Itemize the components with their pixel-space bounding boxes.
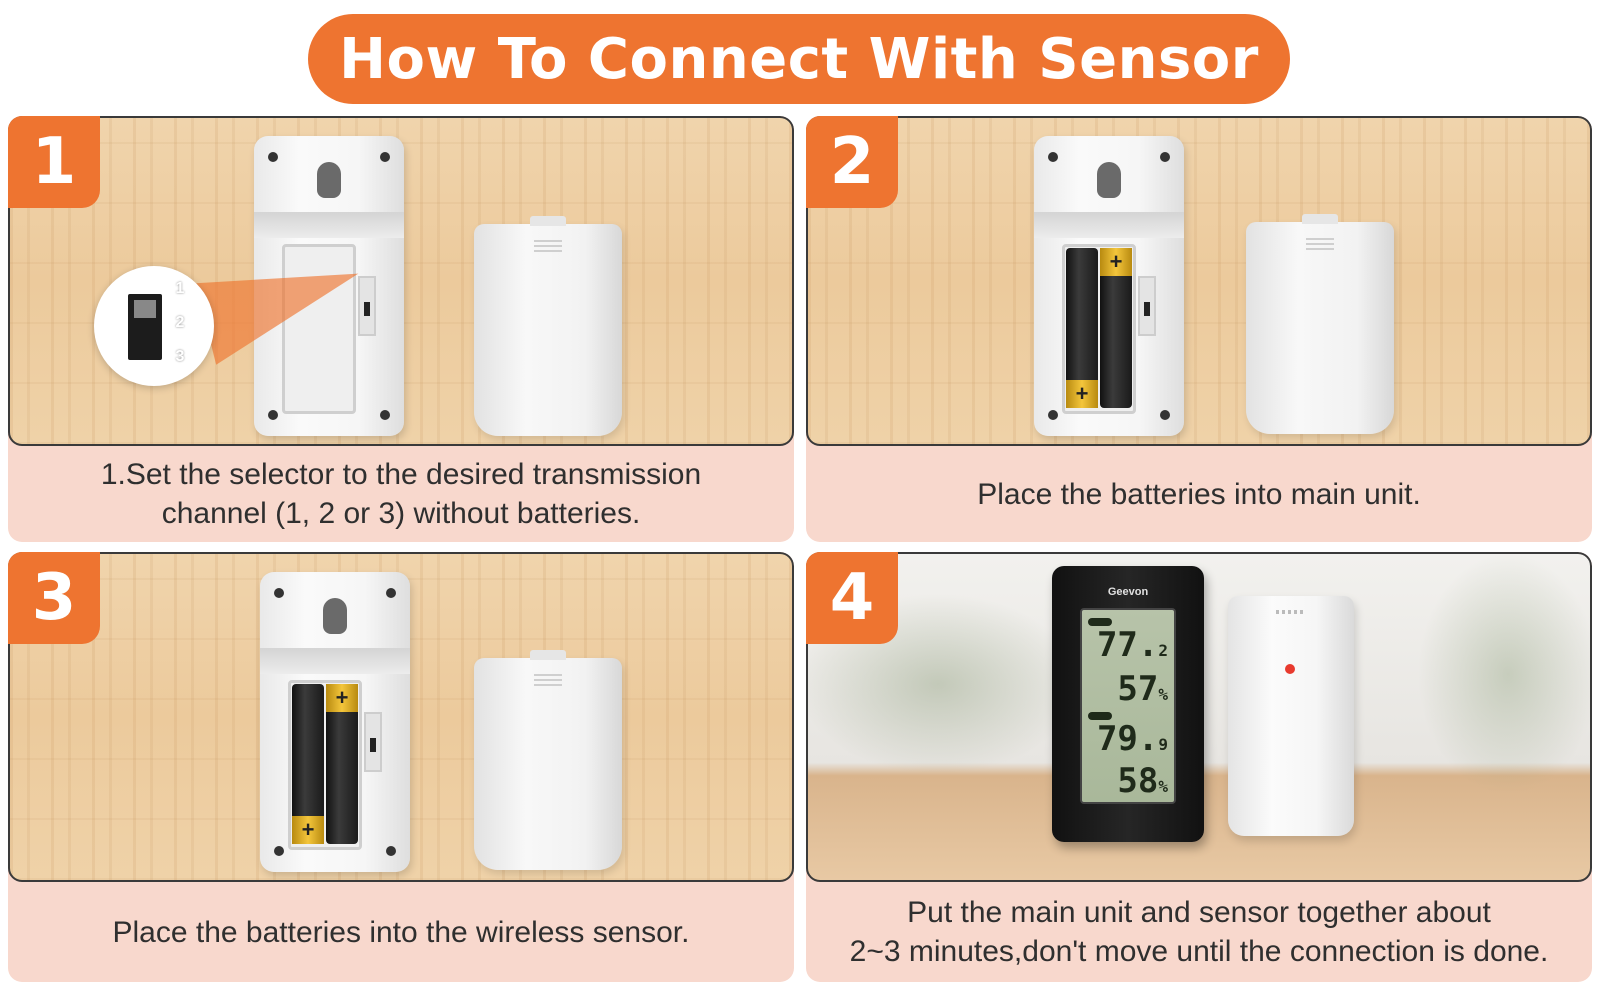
outdoor-temperature-reading: 79.9: [1096, 719, 1168, 759]
battery-plus-icon: +: [1066, 380, 1098, 408]
main-unit-back-open: + +: [1034, 136, 1184, 436]
indoor-humidity-reading: 57%: [1117, 669, 1168, 709]
step-caption-text: Put the main unit and sensor together ab…: [849, 896, 1549, 968]
selector-label-1: 1: [175, 280, 185, 297]
step-card-1: 1 2 3 1 1.Set the selector to the desire…: [8, 116, 794, 542]
battery-aaa-2: +: [1100, 248, 1132, 408]
step-number: 2: [829, 125, 875, 199]
step-caption-2: Place the batteries into main unit.: [806, 446, 1592, 542]
step-caption-3: Place the batteries into the wireless se…: [8, 882, 794, 982]
step-badge-3: 3: [8, 552, 100, 644]
step-number: 1: [31, 125, 77, 199]
step-card-2: + + 2 Place the batteries into main unit…: [806, 116, 1592, 542]
channel-selector-switch: [364, 712, 382, 772]
step-caption-text: Place the batteries into the wireless se…: [112, 915, 690, 949]
step-4-photo: Geevon 77.2 57% 79.9 58%: [806, 552, 1592, 882]
page-title: How To Connect With Sensor: [339, 26, 1259, 92]
selector-magnifier: 1 2 3: [94, 266, 214, 386]
selector-switch-closeup: [128, 294, 162, 360]
sensor-back-open: + +: [260, 572, 410, 872]
weather-station-main-unit: Geevon 77.2 57% 79.9 58%: [1052, 566, 1204, 842]
station-lcd-display: 77.2 57% 79.9 58%: [1080, 608, 1176, 804]
step-caption-text: Place the batteries into main unit.: [977, 477, 1421, 511]
battery-plus-icon: +: [326, 684, 358, 712]
battery-cover: [474, 216, 622, 436]
step-number: 3: [31, 561, 77, 635]
channel-selector-switch: [1138, 276, 1156, 336]
selector-label-3: 3: [175, 348, 185, 365]
step-1-photo: 1 2 3: [8, 116, 794, 446]
battery-bay: [282, 244, 356, 414]
step-badge-2: 2: [806, 116, 898, 208]
selector-label-2: 2: [175, 314, 185, 331]
step-3-photo: + +: [8, 552, 794, 882]
wireless-sensor-front: [1228, 596, 1354, 836]
battery-plus-icon: +: [1100, 248, 1132, 276]
indoor-temperature-reading: 77.2: [1096, 625, 1168, 665]
battery-aaa-1: +: [292, 684, 324, 844]
title-banner: How To Connect With Sensor: [308, 14, 1290, 104]
outdoor-humidity-reading: 58%: [1117, 761, 1168, 801]
step-card-4: Geevon 77.2 57% 79.9 58% 4 Put the main …: [806, 552, 1592, 982]
battery-aaa-2: +: [326, 684, 358, 844]
keyhole-icon: [1097, 162, 1121, 198]
station-brand-logo: Geevon: [1107, 586, 1149, 598]
battery-cover: [474, 650, 622, 870]
step-caption-text: 1.Set the selector to the desired transm…: [100, 458, 702, 530]
battery-plus-icon: +: [292, 816, 324, 844]
battery-aaa-1: +: [1066, 248, 1098, 408]
battery-cover: [1246, 214, 1394, 434]
sensor-back-open: [254, 136, 404, 436]
keyhole-icon: [317, 162, 341, 198]
step-number: 4: [829, 561, 875, 635]
step-2-photo: + +: [806, 116, 1592, 446]
step-badge-4: 4: [806, 552, 898, 644]
step-card-3: + + 3 Place the batteries into the wirel…: [8, 552, 794, 982]
sensor-led-icon: [1285, 664, 1295, 674]
step-caption-1: 1.Set the selector to the desired transm…: [8, 446, 794, 542]
channel-selector-switch: [358, 276, 376, 336]
step-badge-1: 1: [8, 116, 100, 208]
keyhole-icon: [323, 598, 347, 634]
step-caption-4: Put the main unit and sensor together ab…: [806, 882, 1592, 982]
